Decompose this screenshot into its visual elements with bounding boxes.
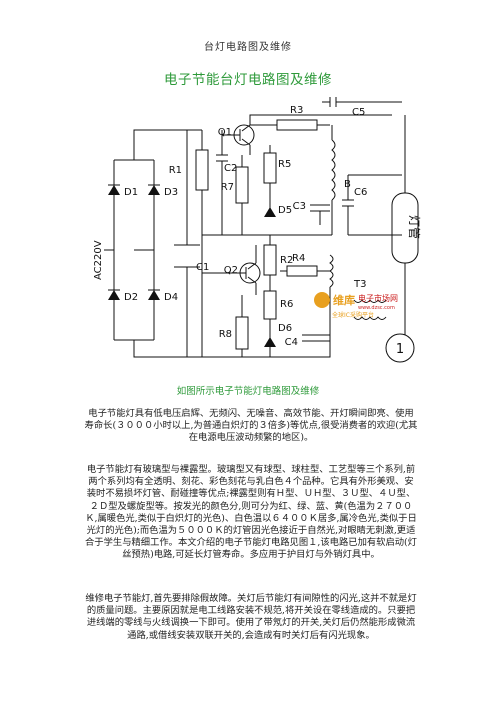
label-r7: R7 xyxy=(221,182,234,193)
label-q2: Q2 xyxy=(224,265,238,276)
label-r8: R8 xyxy=(219,329,232,340)
label-d1: D1 xyxy=(124,187,138,198)
label-q1: Q1 xyxy=(218,127,232,138)
page-header: 台灯电路图及维修 xyxy=(204,42,292,53)
document-title: 电子节能台灯电路图及维修 xyxy=(164,72,332,88)
svg-text:维库: 维库 xyxy=(333,293,355,307)
paragraph-types: 电子节能灯有玻璃型与裸露型。玻璃型又有球型、球柱型、工艺型等三个系列,前两个系列… xyxy=(85,464,417,561)
svg-text:www.dzsc.com: www.dzsc.com xyxy=(358,305,395,311)
label-r2: R2 xyxy=(280,255,293,266)
label-r4: R4 xyxy=(292,253,305,264)
figure-caption: 如图所示电子节能灯电路图及维修 xyxy=(176,386,320,397)
label-d4: D4 xyxy=(164,292,178,303)
label-r1: R1 xyxy=(169,165,182,176)
label-r6: R6 xyxy=(280,299,293,310)
label-c2: C2 xyxy=(224,163,237,174)
label-d5: D5 xyxy=(278,205,292,216)
label-c6: C6 xyxy=(354,187,367,198)
label-ac220v: AC220V xyxy=(93,240,104,280)
label-c5: C5 xyxy=(352,107,365,118)
label-b: B xyxy=(344,179,351,190)
label-t3: T3 xyxy=(353,279,366,290)
label-c3: C3 xyxy=(293,201,306,212)
label-d6: D6 xyxy=(278,323,292,334)
label-r5: R5 xyxy=(278,159,291,170)
paragraph-repair: 维修电子节能灯,首先要排除假故障。关灯后节能灯有间隙性的闪光,这并不就是灯的质量… xyxy=(85,593,417,641)
watermark-logo: 维库 电子市场网 www.dzsc.com 全球IC采购平台 xyxy=(314,292,398,319)
label-lamp: 灯管 xyxy=(407,215,422,239)
label-figure-number: 1 xyxy=(396,342,404,357)
svg-text:电子市场网: 电子市场网 xyxy=(358,293,398,303)
label-c4: C4 xyxy=(285,337,298,348)
circuit-schematic: Q1 Q2 R1 C2 R3 C5 R5 R7 D5 B C3 C6 D1 D3… xyxy=(93,97,422,363)
paragraph-intro: 电子节能灯具有低电压启辉、无频闪、无噪音、高效节能、开灯瞬间即亮、使用寿命长(３… xyxy=(84,408,418,444)
label-d2: D2 xyxy=(124,292,138,303)
label-d3: D3 xyxy=(164,187,178,198)
label-c1: C1 xyxy=(196,262,209,273)
svg-text:全球IC采购平台: 全球IC采购平台 xyxy=(332,311,374,319)
label-r3: R3 xyxy=(290,105,303,116)
